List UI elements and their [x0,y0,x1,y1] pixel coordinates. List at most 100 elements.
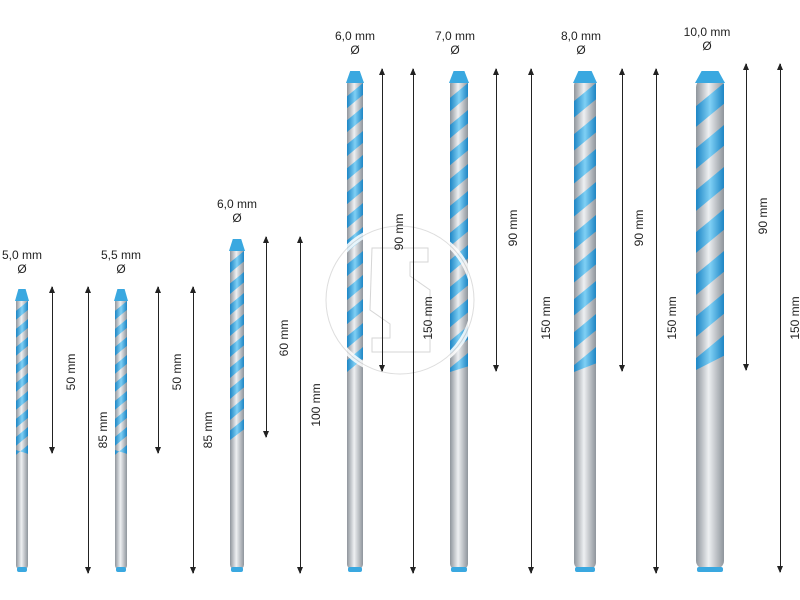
drill-2-flute [115,391,127,410]
drill-5-flute [450,164,468,193]
drill-1-flute [16,427,28,446]
drill-3-diameter-value: 6,0 mm [216,197,257,211]
drill-1-end [17,567,27,572]
drill-bit-5 [449,71,469,572]
drill-1-diameter-value: 5,0 mm [1,248,42,262]
drill-1-flute [16,391,28,410]
drill-4-end [348,567,362,572]
drill-2-end [116,567,126,572]
drill-3-diameter: 6,0 mm Ø [212,197,262,225]
drill-7-end [697,567,723,572]
drill-6-flute [574,149,596,184]
drill-4-flute [347,323,363,349]
drill-3-tip [229,239,245,251]
drill-6-diameter-value: 8,0 mm [560,29,601,43]
drill-7-flute [696,125,724,169]
drill-1-tip [15,289,29,301]
diameter-symbol: Ø [232,211,242,225]
drill-4-shank [347,79,363,569]
drill-1-flute [16,337,28,356]
drill-5-flute [450,191,468,220]
drill-2-flute [115,301,127,320]
drill-5-flute [450,137,468,166]
drill-6-flute [574,83,596,118]
drill-6-working-length: 90 mm [632,209,646,247]
drill-6-working-length-arrow [619,68,625,372]
drill-bit-2 [114,289,128,572]
drill-3-total-length-arrow [297,236,303,574]
drill-5-flute [450,218,468,247]
drill-4-total-length-arrow [410,68,416,574]
drill-5-diameter: 7,0 mm Ø [430,29,480,57]
drill-bit-1 [15,289,29,572]
drill-4-flute [347,203,363,229]
drill-3-flute [230,419,244,440]
drill-4-flute [347,299,363,325]
drill-1-flute [16,355,28,374]
drill-6-total-length: 150 mm [665,296,679,340]
drill-1-total-length-arrow [85,286,91,574]
drill-7-flute [696,251,724,295]
drill-5-working-length: 90 mm [506,209,520,247]
drill-bit-6 [573,71,597,572]
drill-7-flute [696,83,724,127]
drill-1-diameter: 5,0 mm Ø [0,248,44,276]
drill-bit-7 [695,71,725,572]
drill-4-total-length: 150 mm [421,296,435,340]
drill-1-working-length-arrow [49,286,55,454]
diameter-symbol: Ø [116,262,126,276]
drill-bit-3 [229,239,245,572]
watermark-circle-icon [323,223,477,377]
drill-1-flute [16,319,28,338]
diameter-symbol: Ø [17,262,27,276]
drill-5-flute [450,353,468,372]
drill-4-flute [347,251,363,277]
drill-7-total-length-arrow [777,63,783,573]
drill-5-flute [450,83,468,112]
drill-7-diameter-value: 10,0 mm [683,25,731,39]
drill-2-working-length-arrow [155,286,161,454]
drill-3-flute [230,377,244,399]
drill-6-flute [574,182,596,217]
drill-2-flute [115,337,127,356]
drill-5-diameter-value: 7,0 mm [434,29,475,43]
drill-2-tip [114,289,128,301]
drill-3-flute [230,398,244,420]
drill-1-flute [16,301,28,320]
drill-2-total-length: 85 mm [201,411,215,449]
drill-6-flute [574,281,596,316]
drill-4-flute [347,275,363,301]
drill-5-total-length: 150 mm [539,296,553,340]
drill-6-diameter: 8,0 mm Ø [556,29,606,57]
drill-7-flute [696,293,724,337]
diameter-symbol: Ø [450,43,460,57]
diameter-symbol: Ø [576,43,586,57]
drill-3-working-length: 60 mm [277,319,291,357]
diameter-symbol: Ø [350,43,360,57]
drill-1-flute [16,373,28,392]
drill-2-flute [115,373,127,392]
diameter-symbol: Ø [702,39,712,53]
drill-6-end [575,567,595,572]
drill-3-end [231,567,243,572]
drill-3-flute [230,293,244,315]
drill-6-flute [574,248,596,283]
drill-6-flute [574,116,596,151]
drill-2-diameter-value: 5,5 mm [100,248,141,262]
drill-4-tip [346,71,364,83]
drill-3-total-length: 100 mm [309,383,323,427]
drill-7-flute [696,167,724,211]
drill-2-total-length-arrow [190,286,196,574]
drill-bit-4 [346,71,364,572]
drill-4-flute [347,155,363,181]
drill-2-flute [115,445,127,455]
drill-5-flute [450,110,468,139]
drill-3-flute [230,314,244,336]
drill-5-total-length-arrow [528,68,534,574]
drill-1-flute [16,409,28,428]
drill-6-flute [574,314,596,349]
drill-2-flute [115,355,127,374]
drill-2-flute [115,427,127,446]
drill-1-total-length: 85 mm [96,411,110,449]
